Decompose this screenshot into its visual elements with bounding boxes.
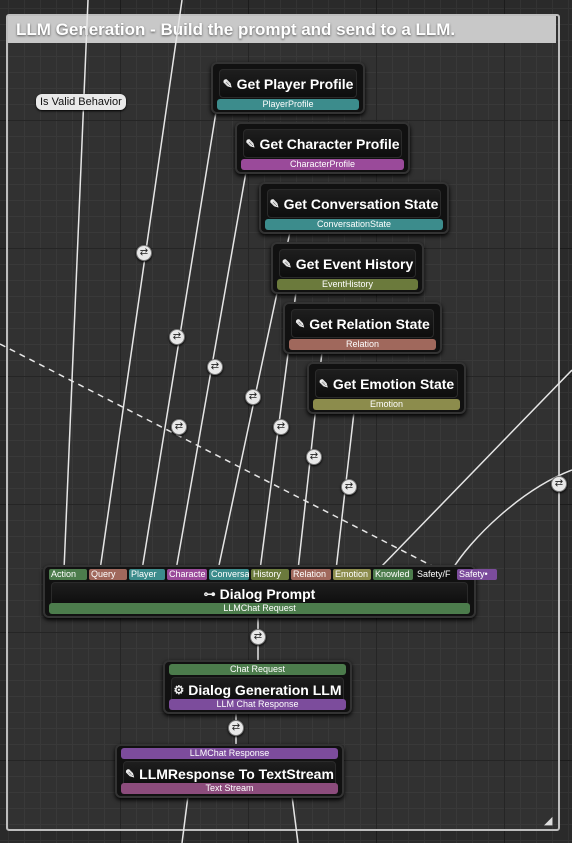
function-icon: ✎ <box>125 767 136 781</box>
dialog-prompt-node[interactable]: Action Query Player Characte Conversa Hi… <box>43 565 497 618</box>
node-title: ✎Get Relation State <box>291 309 434 338</box>
wire-knowledge <box>377 369 572 571</box>
function-icon: ✎ <box>269 196 280 211</box>
get-event-history-node[interactable]: ✎Get Event History EventHistory <box>271 242 424 294</box>
input-pin-chat-request[interactable]: Chat Request <box>169 664 346 675</box>
output-pin-event-history[interactable]: EventHistory <box>277 279 418 290</box>
get-player-profile-node[interactable]: ✎Get Player Profile PlayerProfile <box>211 62 365 114</box>
function-icon: ✎ <box>281 256 292 271</box>
output-pin-llm-chat-response[interactable]: LLM Chat Response <box>169 699 346 710</box>
function-icon: ✎ <box>245 136 256 151</box>
wire-exec <box>0 343 441 571</box>
node-title: ✎Get Event History <box>279 249 416 278</box>
input-pin-query[interactable]: Query <box>89 569 127 580</box>
wire-out-3 <box>181 795 189 843</box>
function-icon: ⚙ <box>173 683 185 697</box>
output-pin-conversation-state[interactable]: ConversationState <box>265 219 443 230</box>
input-pin-character[interactable]: Characte <box>167 569 207 580</box>
get-emotion-state-node[interactable]: ✎Get Emotion State Emotion <box>307 362 466 414</box>
output-pin-llm-chat-request[interactable]: LLMChat Request <box>49 603 470 614</box>
get-conversation-state-node[interactable]: ✎Get Conversation State ConversationStat… <box>259 182 449 234</box>
reroute-icon[interactable]: ⇄ <box>245 389 261 405</box>
node-title: ✎Get Conversation State <box>267 189 441 218</box>
reroute-icon[interactable]: ⇄ <box>273 419 289 435</box>
llm-response-to-textstream-node[interactable]: LLMChat Response ✎LLMResponse To TextStr… <box>115 744 344 798</box>
get-relation-state-node[interactable]: ✎Get Relation State Relation <box>283 302 442 354</box>
input-pin-emotion[interactable]: Emotion <box>333 569 371 580</box>
input-pin-safety[interactable]: Safety• <box>457 569 497 580</box>
node-title: ✎Get Player Profile <box>219 69 357 98</box>
reroute-icon[interactable]: ⇄ <box>136 245 152 261</box>
input-pin-row: Action Query Player Characte Conversa Hi… <box>49 569 497 580</box>
wire-out-4 <box>291 795 299 843</box>
reroute-icon[interactable]: ⇄ <box>228 720 244 736</box>
input-pin-llm-chat-response[interactable]: LLMChat Response <box>121 748 338 759</box>
reroute-icon[interactable]: ⇄ <box>551 476 567 492</box>
node-title: ✎Get Emotion State <box>315 369 458 398</box>
input-pin-history[interactable]: History <box>251 569 289 580</box>
output-pin-character-profile[interactable]: CharacterProfile <box>241 159 404 170</box>
output-pin-text-stream[interactable]: Text Stream <box>121 783 338 794</box>
reroute-icon[interactable]: ⇄ <box>250 629 266 645</box>
reroute-icon[interactable]: ⇄ <box>207 359 223 375</box>
output-pin-emotion[interactable]: Emotion <box>313 399 460 410</box>
reroute-icon[interactable]: ⇄ <box>171 419 187 435</box>
node-title: ✎Get Character Profile <box>243 129 402 158</box>
node-title: ✎LLMResponse To TextStream <box>123 761 336 787</box>
input-pin-action[interactable]: Action <box>49 569 87 580</box>
reroute-icon[interactable]: ⇄ <box>341 479 357 495</box>
function-icon: ✎ <box>295 316 306 331</box>
input-pin-conversation[interactable]: Conversa <box>209 569 249 580</box>
comment-title[interactable]: LLM Generation - Build the prompt and se… <box>8 16 556 43</box>
output-pin-relation[interactable]: Relation <box>289 339 436 350</box>
is-valid-behavior-label[interactable]: Is Valid Behavior <box>36 94 126 110</box>
node-title: ⊶Dialog Prompt <box>51 582 468 606</box>
wire-query <box>99 0 183 571</box>
wire-action <box>63 0 89 571</box>
reroute-icon[interactable]: ⇄ <box>169 329 185 345</box>
input-pin-knowledge[interactable]: Knowled <box>373 569 413 580</box>
resize-grip-icon[interactable]: ◢ <box>544 814 553 827</box>
input-pin-relation[interactable]: Relation <box>291 569 331 580</box>
get-character-profile-node[interactable]: ✎Get Character Profile CharacterProfile <box>235 122 410 174</box>
input-pin-safety-filter[interactable]: Safety/F <box>417 569 451 579</box>
function-icon: ⊶ <box>203 587 216 601</box>
output-pin-player-profile[interactable]: PlayerProfile <box>217 99 359 110</box>
dialog-generation-llm-node[interactable]: Chat Request ⚙Dialog Generation LLM LLM … <box>163 660 352 714</box>
reroute-icon[interactable]: ⇄ <box>306 449 322 465</box>
function-icon: ✎ <box>318 376 329 391</box>
function-icon: ✎ <box>222 76 233 91</box>
input-pin-player[interactable]: Player <box>129 569 165 580</box>
node-title: ⚙Dialog Generation LLM <box>171 677 344 703</box>
